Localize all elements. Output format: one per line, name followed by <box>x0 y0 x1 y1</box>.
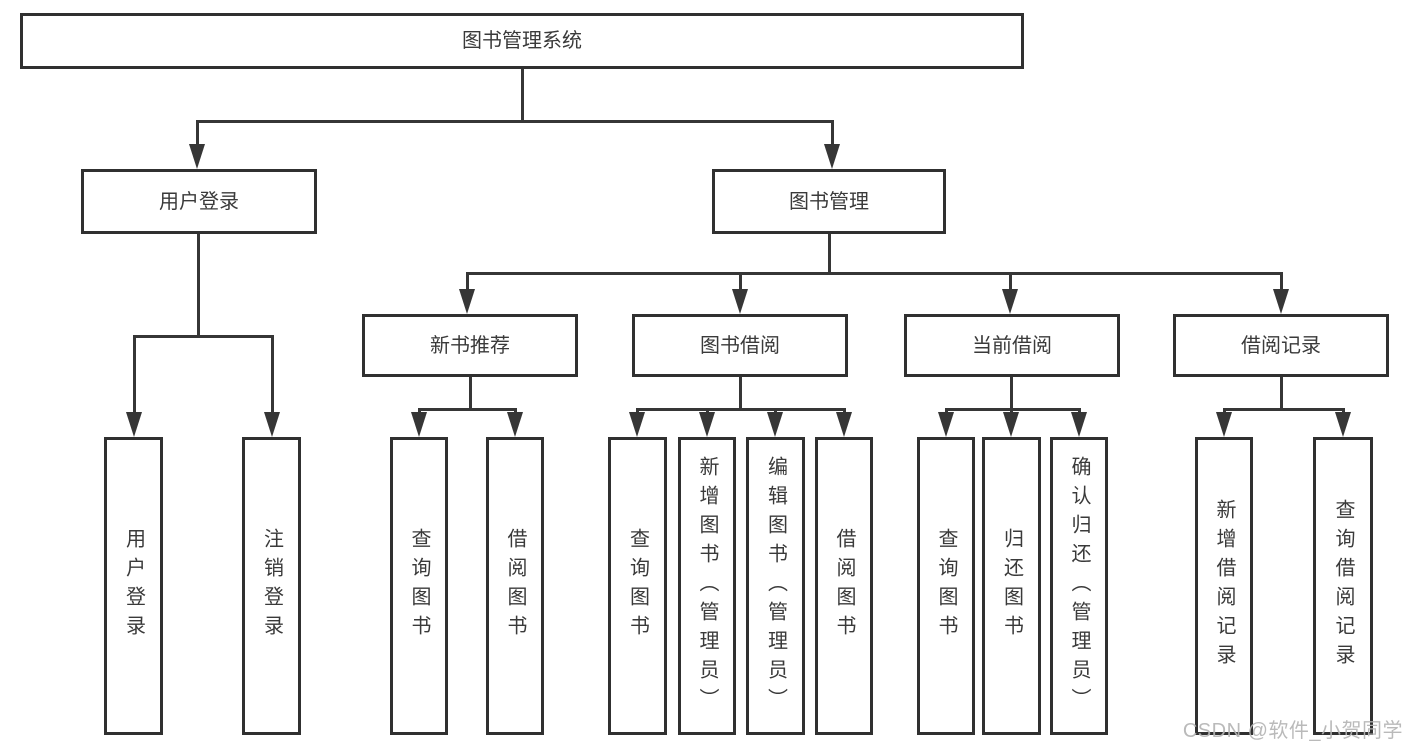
connector-stem <box>944 408 948 415</box>
leaf-edit-book-admin: 编辑图书（管理员） <box>746 437 805 735</box>
arrowhead-icon <box>699 412 715 437</box>
connector-stem <box>842 408 846 415</box>
leaf-logout-login: 注销登录 <box>242 437 301 735</box>
arrowhead-icon <box>459 289 475 314</box>
connector-stem <box>1341 408 1345 415</box>
node-current-borrow: 当前借阅 <box>904 314 1120 377</box>
leaf-user-login: 用户登录 <box>104 437 163 735</box>
connector-hline <box>197 120 834 123</box>
connector-stem <box>705 408 709 415</box>
arrowhead-icon <box>264 412 280 437</box>
node-borrow-record: 借阅记录 <box>1173 314 1389 377</box>
leaf-add-borrow-record-label: 新增借阅记录 <box>1213 499 1235 673</box>
node-current-borrow-label: 当前借阅 <box>972 334 1052 357</box>
leaf-user-login-label: 用户登录 <box>122 528 145 644</box>
leaf-borrow-books-2: 借阅图书 <box>815 437 873 735</box>
connector-hline <box>134 335 274 338</box>
connector-stem <box>513 408 517 415</box>
connector-vline <box>196 234 200 337</box>
leaf-borrow-books-rec-label: 借阅图书 <box>504 528 526 644</box>
arrowhead-icon <box>126 412 142 437</box>
node-new-book-recommend-label: 新书推荐 <box>430 334 510 357</box>
arrowhead-icon <box>732 289 748 314</box>
arrowhead-icon <box>1002 289 1018 314</box>
connector-stem <box>1077 408 1081 415</box>
arrowhead-icon <box>824 144 840 169</box>
leaf-query-borrow-record-label: 查询借阅记录 <box>1332 499 1354 673</box>
leaf-borrow-books-2-label: 借阅图书 <box>833 528 855 644</box>
leaf-query-borrow-record: 查询借阅记录 <box>1313 437 1373 735</box>
connector-stem <box>1009 408 1013 415</box>
leaf-return-books-label: 归还图书 <box>1000 528 1023 644</box>
connector-stem <box>830 120 834 147</box>
connector-stem <box>132 335 136 415</box>
arrowhead-icon <box>1216 412 1232 437</box>
connector-hline <box>419 408 517 411</box>
node-book-borrow: 图书借阅 <box>632 314 848 377</box>
node-borrow-record-label: 借阅记录 <box>1241 334 1321 357</box>
leaf-borrow-books-rec: 借阅图书 <box>486 437 544 735</box>
arrowhead-icon <box>836 412 852 437</box>
leaf-query-books-borrow-label: 查询图书 <box>626 528 649 644</box>
arrowhead-icon <box>1003 412 1019 437</box>
leaf-return-books: 归还图书 <box>982 437 1041 735</box>
node-user-login-label: 用户登录 <box>159 190 239 213</box>
connector-hline <box>1224 408 1345 411</box>
node-new-book-recommend: 新书推荐 <box>362 314 578 377</box>
connector-stem <box>738 272 742 292</box>
arrowhead-icon <box>411 412 427 437</box>
connector-stem <box>270 335 274 415</box>
connector-vline <box>1279 377 1283 410</box>
connector-stem <box>1008 272 1012 292</box>
connector-hline <box>946 408 1081 411</box>
leaf-add-borrow-record: 新增借阅记录 <box>1195 437 1253 735</box>
connector-stem <box>195 120 199 147</box>
connector-stem <box>1222 408 1226 415</box>
leaf-confirm-return-admin: 确认归还（管理员） <box>1050 437 1108 735</box>
connector-hline <box>637 408 846 411</box>
leaf-query-books-rec: 查询图书 <box>390 437 448 735</box>
arrowhead-icon <box>1071 412 1087 437</box>
connector-hline <box>467 272 1283 275</box>
connector-stem <box>465 272 469 292</box>
node-root-system: 图书管理系统 <box>20 13 1024 69</box>
leaf-query-books-current: 查询图书 <box>917 437 975 735</box>
connector-stem <box>1279 272 1283 292</box>
connector-vline <box>520 69 524 121</box>
arrowhead-icon <box>629 412 645 437</box>
arrowhead-icon <box>938 412 954 437</box>
connector-vline <box>1009 377 1013 410</box>
node-book-management-label: 图书管理 <box>789 190 869 213</box>
leaf-add-book-admin: 新增图书（管理员） <box>678 437 736 735</box>
leaf-query-books-rec-label: 查询图书 <box>408 528 430 644</box>
leaf-query-books-current-label: 查询图书 <box>935 528 957 644</box>
node-user-login: 用户登录 <box>81 169 317 234</box>
connector-stem <box>417 408 421 415</box>
node-root-label: 图书管理系统 <box>462 30 582 52</box>
arrowhead-icon <box>507 412 523 437</box>
arrowhead-icon <box>1335 412 1351 437</box>
connector-stem <box>773 408 777 415</box>
leaf-edit-book-admin-label: 编辑图书（管理员） <box>764 455 787 717</box>
connector-vline <box>738 377 742 410</box>
leaf-add-book-admin-label: 新增图书（管理员） <box>696 455 718 717</box>
connector-vline <box>827 234 831 274</box>
arrowhead-icon <box>767 412 783 437</box>
leaf-logout-login-label: 注销登录 <box>260 528 283 644</box>
connector-vline <box>468 377 472 410</box>
csdn-watermark: CSDN @软件_小贺同学 <box>1182 720 1403 742</box>
arrowhead-icon <box>1273 289 1289 314</box>
node-book-borrow-label: 图书借阅 <box>700 334 780 357</box>
leaf-confirm-return-admin-label: 确认归还（管理员） <box>1068 455 1090 717</box>
arrowhead-icon <box>189 144 205 169</box>
connector-stem <box>635 408 639 415</box>
node-book-management: 图书管理 <box>712 169 946 234</box>
leaf-query-books-borrow: 查询图书 <box>608 437 667 735</box>
